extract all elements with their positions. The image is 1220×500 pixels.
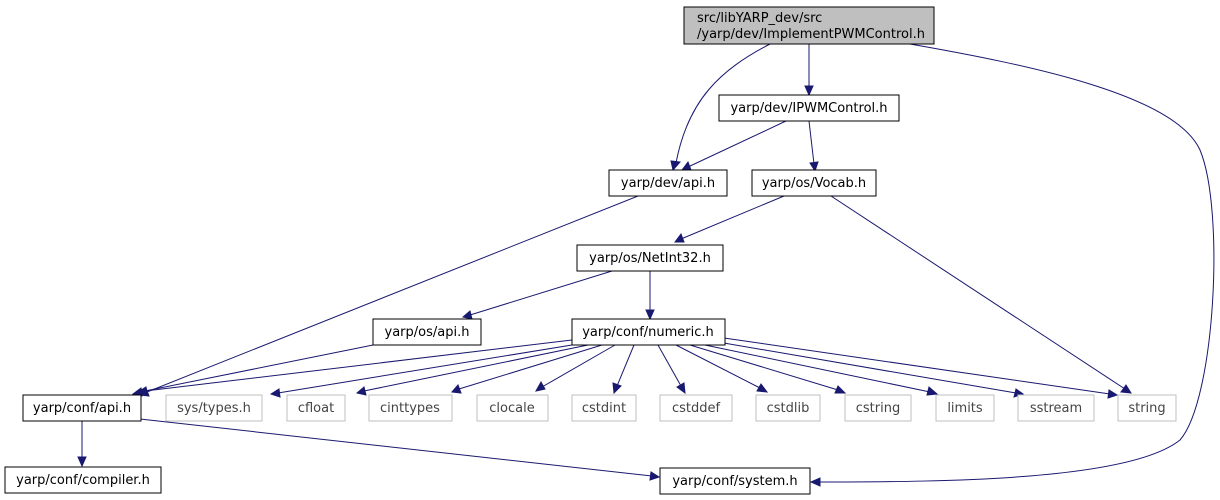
arrowhead-numeric-to-cstdlib bbox=[756, 383, 769, 393]
conf-numeric-label: yarp/conf/numeric.h bbox=[582, 325, 714, 340]
node-ext-sys-types: sys/types.h bbox=[165, 394, 263, 422]
arrowhead-numeric-to-systypes bbox=[269, 388, 281, 398]
cinttypes-label: cinttypes bbox=[380, 401, 440, 416]
edge-devapi-to-confapi bbox=[146, 195, 639, 393]
node-vocab[interactable]: yarp/os/Vocab.h bbox=[751, 169, 877, 197]
node-ext-cstdlib: cstdlib bbox=[755, 394, 821, 422]
arrowhead-vocab-to-string bbox=[1120, 384, 1132, 394]
os-api-label: yarp/os/api.h bbox=[385, 325, 470, 340]
node-conf-numeric[interactable]: yarp/conf/numeric.h bbox=[571, 318, 726, 346]
node-conf-compiler[interactable]: yarp/conf/compiler.h bbox=[4, 466, 162, 494]
node-ext-string: string bbox=[1117, 394, 1177, 422]
node-dev-api[interactable]: yarp/dev/api.h bbox=[608, 169, 728, 197]
edge-numeric-to-sstream bbox=[717, 341, 1017, 394]
arrowhead-numeric-to-cstddef bbox=[676, 382, 686, 395]
edge-numeric-to-cinttypes bbox=[458, 344, 603, 390]
arrowhead-ipwm-to-vocab bbox=[809, 161, 819, 173]
cfloat-label: cfloat bbox=[298, 401, 334, 416]
node-root-file[interactable]: src/libYARP_dev/src /yarp/dev/ImplementP… bbox=[683, 6, 935, 45]
edge-ipwm-to-devapi bbox=[687, 120, 787, 168]
arrowhead-numeric-to-confapi bbox=[136, 386, 148, 396]
edge-numeric-to-cstdint bbox=[616, 344, 635, 387]
nodes: src/libYARP_dev/src /yarp/dev/ImplementP… bbox=[4, 6, 1177, 495]
edge-numeric-to-systypes bbox=[277, 343, 579, 394]
node-ext-limits: limits bbox=[935, 394, 995, 422]
root-file-line2: /yarp/dev/ImplementPWMControl.h bbox=[697, 27, 925, 42]
edge-confapi-to-system bbox=[139, 418, 653, 477]
netint32-label: yarp/os/NetInt32.h bbox=[589, 251, 711, 266]
node-ext-cstddef: cstddef bbox=[659, 394, 733, 422]
conf-compiler-label: yarp/conf/compiler.h bbox=[16, 473, 150, 488]
arrowhead-netint-to-osapi bbox=[461, 310, 473, 320]
ipwm-control-label: yarp/dev/IPWMControl.h bbox=[730, 101, 887, 116]
sys-types-label: sys/types.h bbox=[177, 401, 251, 416]
node-ipwm-control[interactable]: yarp/dev/IPWMControl.h bbox=[718, 94, 900, 122]
edge-numeric-to-cstring bbox=[689, 344, 839, 391]
edge-root-to-system bbox=[817, 43, 1215, 483]
cstdint-label: cstdint bbox=[582, 401, 626, 416]
sstream-label: sstream bbox=[1030, 401, 1082, 416]
arrowhead-numeric-to-cstring bbox=[834, 385, 847, 394]
edge-numeric-to-clocale bbox=[541, 344, 616, 388]
edge-vocab-to-string bbox=[830, 195, 1126, 390]
arrowhead-confapi-to-compiler bbox=[77, 456, 87, 468]
clocale-label: clocale bbox=[489, 401, 534, 416]
arrowhead-numeric-to-cfloat bbox=[355, 386, 367, 396]
edge-numeric-to-string bbox=[723, 337, 1111, 395]
node-ext-clocale: clocale bbox=[476, 394, 549, 422]
node-os-api[interactable]: yarp/os/api.h bbox=[372, 318, 482, 346]
node-netint32[interactable]: yarp/os/NetInt32.h bbox=[576, 244, 724, 272]
edge-numeric-to-cstddef bbox=[657, 344, 682, 387]
edge-numeric-to-limits bbox=[704, 344, 931, 393]
arrowhead-root-to-ipwm bbox=[804, 85, 814, 97]
arrowhead-root-to-devapi bbox=[670, 160, 682, 172]
node-ext-cfloat: cfloat bbox=[286, 394, 346, 422]
arrowhead-numeric-to-limits bbox=[926, 386, 939, 396]
edge-osapi-to-confapi bbox=[139, 343, 379, 393]
node-ext-cstring: cstring bbox=[844, 394, 912, 422]
edge-numeric-to-cstdlib bbox=[675, 344, 761, 389]
vocab-label: yarp/os/Vocab.h bbox=[762, 176, 866, 191]
cstdlib-label: cstdlib bbox=[767, 401, 810, 416]
conf-api-label: yarp/conf/api.h bbox=[33, 401, 131, 416]
root-file-line1: src/libYARP_dev/src bbox=[697, 11, 822, 26]
cstddef-label: cstddef bbox=[672, 401, 721, 416]
arrowhead-ipwm-to-devapi bbox=[681, 160, 692, 171]
node-conf-system[interactable]: yarp/conf/system.h bbox=[659, 467, 811, 495]
dev-api-label: yarp/dev/api.h bbox=[621, 176, 715, 191]
node-ext-cstdint: cstdint bbox=[571, 394, 637, 422]
node-conf-api[interactable]: yarp/conf/api.h bbox=[22, 394, 142, 422]
arrowhead-numeric-to-cinttypes bbox=[451, 384, 462, 394]
node-ext-sstream: sstream bbox=[1017, 394, 1095, 422]
arrowhead-netint-to-numeric bbox=[645, 309, 655, 321]
arrowhead-confapi-to-system bbox=[649, 471, 661, 481]
edge-ipwm-to-vocab bbox=[808, 120, 815, 165]
arrowhead-numeric-to-string bbox=[1107, 389, 1119, 399]
arrowhead-numeric-to-clocale bbox=[535, 380, 546, 392]
arrowhead-root-to-system bbox=[809, 477, 821, 487]
edge-root-to-devapi bbox=[675, 43, 771, 164]
edge-netint-to-osapi bbox=[469, 270, 613, 316]
string-label: string bbox=[1128, 401, 1165, 416]
limits-label: limits bbox=[947, 401, 983, 416]
arrowhead-numeric-to-cstdint bbox=[612, 382, 622, 395]
edge-numeric-to-confapi bbox=[144, 339, 573, 392]
arrowhead-vocab-to-netint bbox=[674, 232, 685, 243]
cstring-label: cstring bbox=[856, 401, 900, 416]
conf-system-label: yarp/conf/system.h bbox=[672, 474, 797, 489]
edge-numeric-to-cfloat bbox=[363, 344, 589, 392]
node-ext-cinttypes: cinttypes bbox=[368, 394, 453, 422]
edge-vocab-to-netint bbox=[680, 195, 785, 240]
